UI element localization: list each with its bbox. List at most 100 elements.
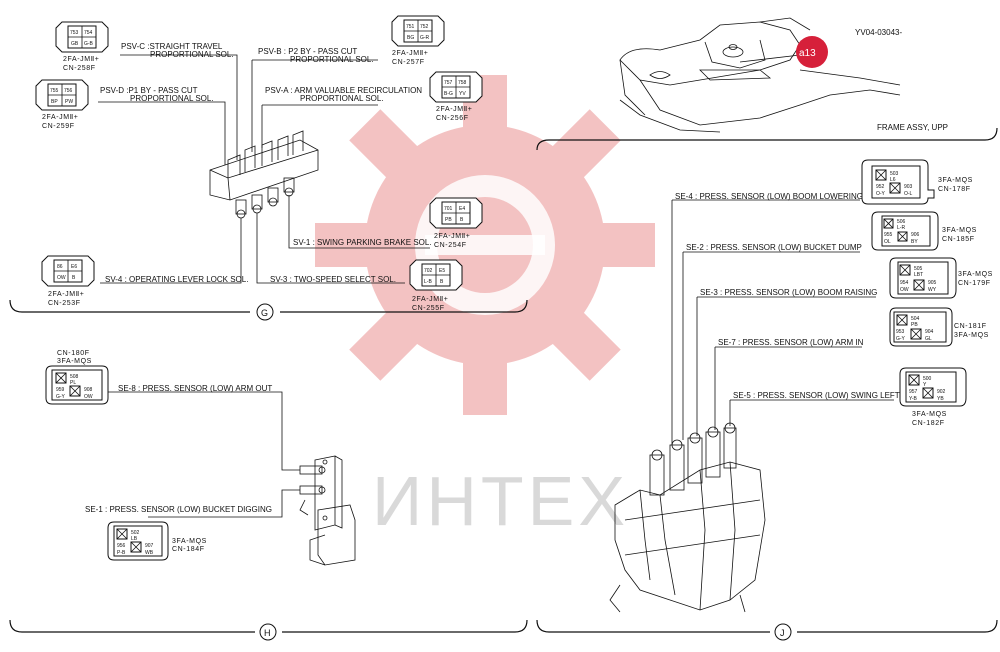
cn258-pin-2: 754 (84, 30, 93, 36)
cn178-pin-1: 503 (890, 171, 899, 177)
cn256-pin-3: B-G (444, 91, 453, 97)
section-j-bottom-line (536, 619, 770, 633)
frame-section-bottom-line (536, 127, 998, 151)
cn258-type: 2FA-JMⅡ+ (63, 56, 99, 63)
cn259-pin-1: 755 (50, 88, 59, 94)
se-3-label: SE-3 : PRESS. SENSOR (LOW) BOOM RAISING (700, 288, 877, 297)
se-8-leader (108, 391, 300, 471)
sv-4-leader (100, 218, 242, 284)
cn256-type: 2FA-JMⅡ+ (436, 106, 472, 113)
cn253-id: CN-253F (48, 300, 81, 307)
psv-d-label: PSV-D :P1 BY - PASS CUT (100, 86, 198, 95)
psv-a-label-2: PROPORTIONAL SOL. (300, 94, 384, 103)
cn180-pin-4: 908 (84, 387, 93, 393)
psv-c-leader (120, 54, 238, 160)
se-8-label: SE-8 : PRESS. SENSOR (LOW) ARM OUT (118, 384, 272, 393)
cn179-pin-3: 954 (900, 280, 909, 286)
cn257-id: CN-257F (392, 59, 425, 66)
cn181-pin-1: 504 (911, 316, 920, 322)
psv-b-label-2: PROPORTIONAL SOL. (290, 55, 374, 64)
cn258-id: CN-258F (63, 65, 96, 72)
cn185-pin-6: BY (911, 239, 918, 245)
connector-cn-184f: 502 LB 956 907 P-B WB (107, 521, 169, 561)
sv-1-leader (288, 195, 430, 249)
se-1-label: SE-1 : PRESS. SENSOR (LOW) BUCKET DIGGIN… (85, 505, 272, 514)
cn185-pin-5: OL (884, 239, 891, 245)
cn184-pin-4: 907 (145, 543, 154, 549)
cn179-pin-5: OW (900, 287, 909, 293)
cn259-pin-3: BP (51, 99, 58, 105)
watermark-text: ИНТЕХ (372, 462, 629, 540)
sensor-bracket-drawing (299, 455, 356, 566)
section-g-bottom-line (9, 299, 250, 313)
cn181-pin-2: PB (911, 322, 918, 328)
section-j-marker (774, 623, 792, 641)
se-7-label: SE-7 : PRESS. SENSOR (LOW) ARM IN (718, 338, 864, 347)
cn255-pin-1: 702 (424, 268, 433, 274)
connector-cn-182f: 500 Y 957 902 Y-B YB (899, 367, 967, 407)
section-h-marker (259, 623, 277, 641)
cn181-id: CN-181F (954, 323, 987, 330)
cn180-id: CN-180F (57, 350, 90, 357)
cn180-pin-3: 959 (56, 387, 65, 393)
reference-code: YV04-03043- (855, 28, 902, 37)
cn254-pin-4: B (460, 217, 464, 223)
section-h-label: H (264, 628, 271, 638)
se-1-leader (148, 489, 300, 518)
psv-d-label-2: PROPORTIONAL SOL. (130, 94, 214, 103)
connector-cn-256f: 757 758 B-G YV (429, 71, 483, 103)
connector-cn-185f: 506 L-R 955 906 OL BY (871, 211, 939, 251)
section-h-bottom-line (9, 619, 255, 633)
cn255-pin-4: B (440, 279, 444, 285)
psv-b-leader (251, 59, 378, 152)
cn182-type: 3FA-MQS (912, 411, 947, 418)
cn254-pin-2: E4 (459, 206, 465, 212)
cn253-pin-2: E6 (71, 264, 77, 270)
cn184-type: 3FA-MQS (172, 538, 207, 545)
cn253-pin-4: B (72, 275, 76, 281)
cn256-pin-2: 758 (458, 80, 467, 86)
cn182-pin-1: 500 (923, 376, 932, 382)
connector-cn-259f: 755 756 BP PW (35, 79, 89, 111)
cn184-pin-5: P-B (117, 550, 126, 556)
frame-assy-drawing (619, 17, 901, 133)
cn180-pin-5: G-Y (56, 394, 66, 400)
connector-cn-254f: 701 E4 PB B (429, 197, 483, 229)
cn179-pin-6: WY (928, 287, 937, 293)
cn184-pin-3: 956 (117, 543, 126, 549)
cn184-pin-1: 502 (131, 530, 140, 536)
cn257-pin-1: 751 (406, 24, 415, 30)
cn182-id: CN-182F (912, 420, 945, 427)
sv-3-label: SV-3 : TWO-SPEED SELECT SOL. (270, 275, 396, 284)
cn178-pin-4: 903 (904, 184, 913, 190)
connector-cn-253f: 86 E6 OW B (41, 255, 95, 287)
section-g-label: G (261, 308, 268, 318)
se-2-label: SE-2 : PRESS. SENSOR (LOW) BUCKET DUMP (686, 243, 862, 252)
cn256-pin-1: 757 (444, 80, 453, 86)
cn257-pin-3: BG (407, 35, 414, 41)
cn182-pin-2: Y (923, 382, 927, 388)
cn257-pin-2: 752 (420, 24, 429, 30)
cn257-type: 2FA-JMⅡ+ (392, 50, 428, 57)
cn254-pin-3: PB (445, 217, 452, 223)
cn180-pin-1: 508 (70, 374, 79, 380)
callout-badge-label: a13 (799, 48, 816, 59)
connector-cn-258f: 753 754 GB G-B (55, 21, 109, 53)
sv-4-label: SV-4 : OPERATING LEVER LOCK SOL. (105, 275, 248, 284)
callout-badge (796, 36, 828, 68)
se-7-leader (714, 346, 862, 430)
cn256-id: CN-256F (436, 115, 469, 122)
cn185-pin-3: 955 (884, 232, 893, 238)
cn259-type: 2FA-JMⅡ+ (42, 114, 78, 121)
cn255-pin-3: L-B (424, 279, 432, 285)
se-2-leader (682, 251, 860, 440)
cn179-id: CN-179F (958, 280, 991, 287)
section-h-bottom-line-right (282, 619, 528, 633)
cn180-pin-2: PL (70, 380, 76, 386)
cn185-pin-1: 506 (897, 219, 906, 225)
cn185-type: 3FA-MQS (942, 227, 977, 234)
section-g-bottom-line-right (280, 299, 528, 313)
connector-cn-179f: 505 LBT 954 905 OW WY (889, 257, 957, 299)
cn179-type: 3FA-MQS (958, 271, 993, 278)
